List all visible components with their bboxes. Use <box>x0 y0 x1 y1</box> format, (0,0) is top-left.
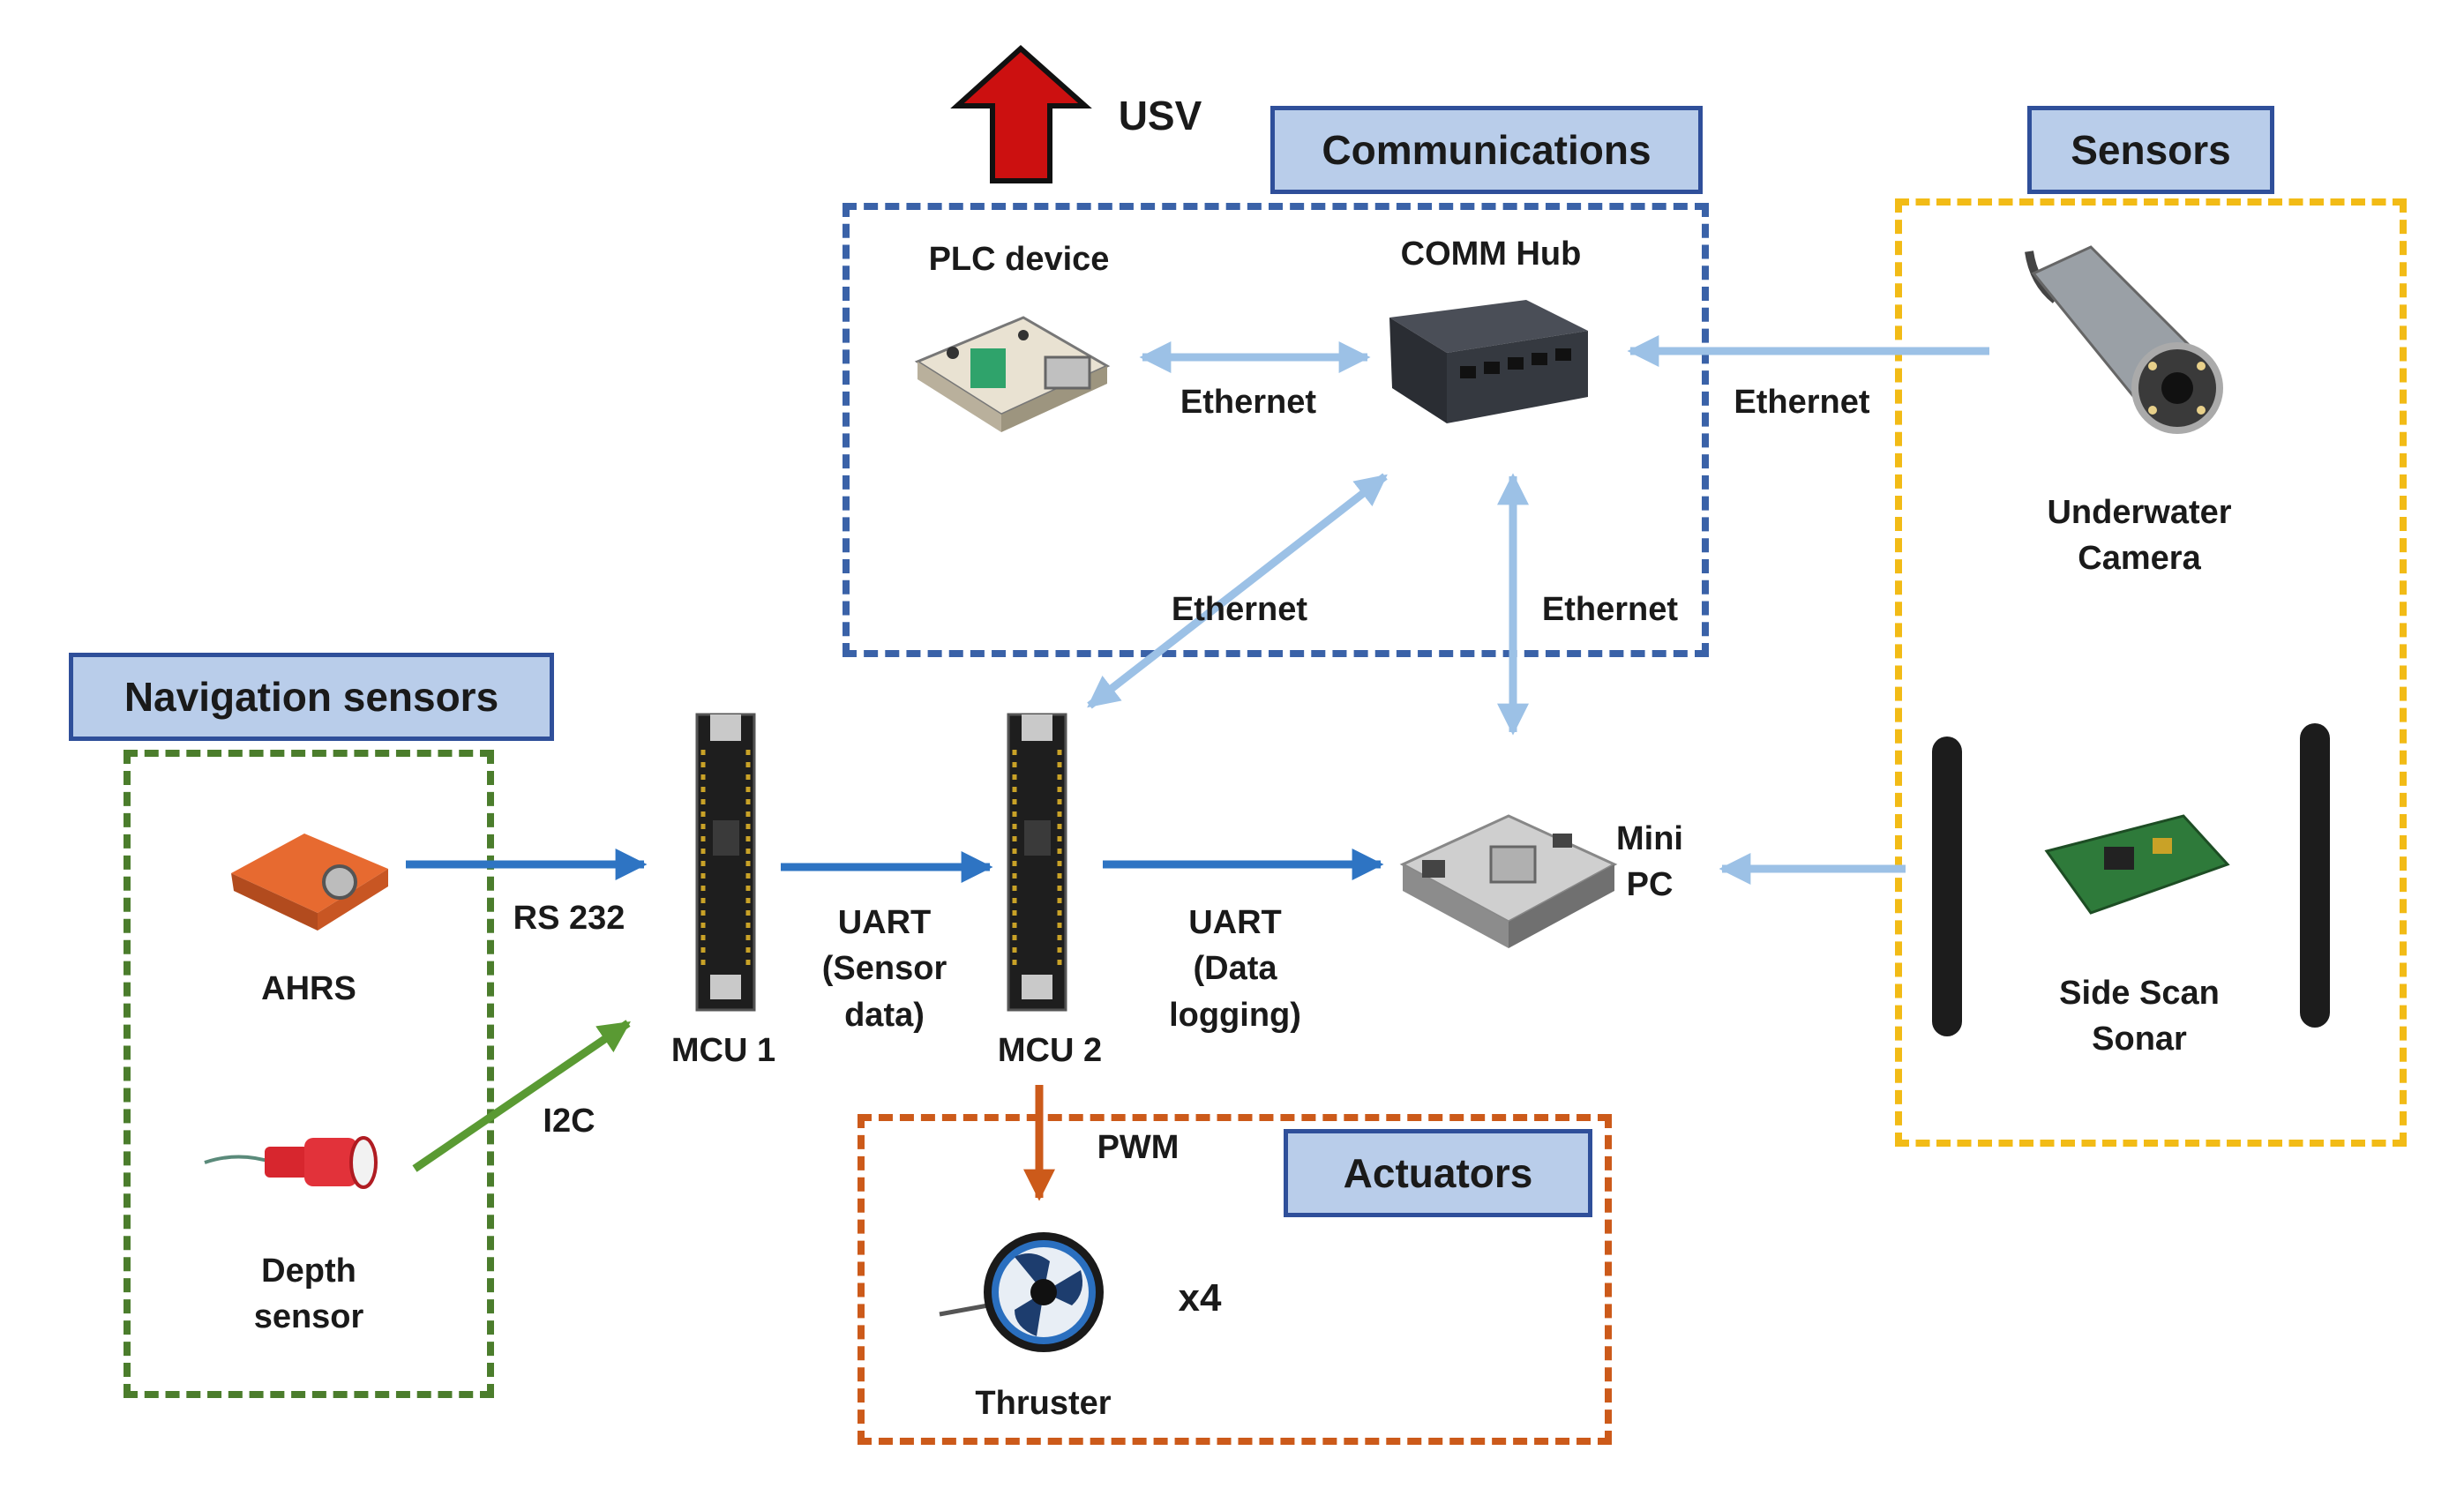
actuators-title: Actuators <box>1284 1129 1592 1217</box>
underwater-camera-label: Underwater Camera <box>2047 494 2232 578</box>
mcu1-mcu2-link-label: UART (Sensor data) <box>821 904 947 1034</box>
usv-arrow-icon <box>950 44 1092 183</box>
mcu2-thruster-link-label: PWM <box>1097 1129 1180 1166</box>
side-scan-sonar-label: Side Scan Sonar <box>2059 975 2220 1058</box>
plc-device-icon <box>914 316 1111 432</box>
mini-pc-icon <box>1399 814 1618 948</box>
mcu1-board-icon <box>695 713 756 1012</box>
side-scan-sonar-icon <box>1932 723 2330 1036</box>
mcu2-label: MCU 2 <box>997 1032 1103 1069</box>
navigation-title: Navigation sensors <box>69 653 554 741</box>
thruster-count-label: x4 <box>1178 1276 1222 1320</box>
depth-sensor-icon <box>204 1136 378 1189</box>
sensors-title: Sensors <box>2027 106 2274 194</box>
thruster-label: Thruster <box>975 1385 1112 1422</box>
usv-label: USV <box>1118 93 1202 138</box>
thruster-icon <box>939 1232 1104 1352</box>
navigation-group-frame <box>124 750 494 1398</box>
communications-title: Communications <box>1270 106 1703 194</box>
mcu2-hub-ethernet-arrow <box>1087 473 1388 709</box>
mini-pc-label: Mini PC <box>1616 820 1683 904</box>
comm-hub-label: COMM Hub <box>1400 236 1582 273</box>
depth-mcu1-arrow <box>412 1020 631 1172</box>
mcu2-pc-link-label: UART (Data logging) <box>1169 904 1301 1034</box>
actuators-group-frame <box>858 1114 1612 1445</box>
depth-mcu1-link-label: I2C <box>543 1103 595 1140</box>
underwater-camera-icon <box>2025 245 2223 434</box>
ahrs-label: AHRS <box>261 970 356 1007</box>
sensors-group-frame <box>1895 198 2407 1147</box>
camera-hub-link-label: Ethernet <box>1734 384 1870 421</box>
mcu1-label: MCU 1 <box>670 1032 776 1069</box>
mcu2-hub-link-label: Ethernet <box>1171 591 1308 628</box>
plc-device-label: PLC device <box>928 241 1110 278</box>
plc-hub-link-label: Ethernet <box>1180 384 1317 421</box>
depth-sensor-label: Depth sensor <box>253 1252 364 1336</box>
mcu2-board-icon <box>1007 713 1067 1012</box>
ahrs-mcu1-link-label: RS 232 <box>513 900 625 937</box>
ahrs-icon <box>231 834 388 931</box>
pc-hub-link-label: Ethernet <box>1541 591 1679 628</box>
comm-hub-icon <box>1389 300 1588 423</box>
